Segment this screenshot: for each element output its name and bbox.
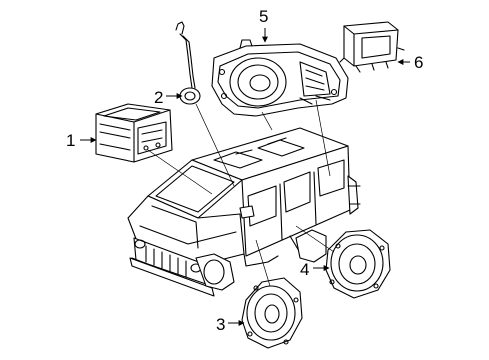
callout-1: 1 [66, 131, 75, 150]
leader-lines [147, 99, 335, 287]
speaker-part-4 [325, 229, 391, 299]
callout-5: 5 [259, 7, 268, 26]
callout-4: 4 [300, 260, 309, 279]
vehicle-body [127, 127, 361, 297]
subwoofer-enclosure-part [211, 39, 349, 117]
callout-6: 6 [414, 53, 423, 72]
callout-2: 2 [154, 88, 163, 107]
callout-3: 3 [216, 315, 225, 334]
speaker-part-3 [241, 277, 303, 349]
amplifier-module-part [339, 21, 405, 73]
antenna-part [175, 21, 201, 105]
callout-arrows [80, 28, 410, 326]
radio-unit-part [95, 103, 173, 163]
